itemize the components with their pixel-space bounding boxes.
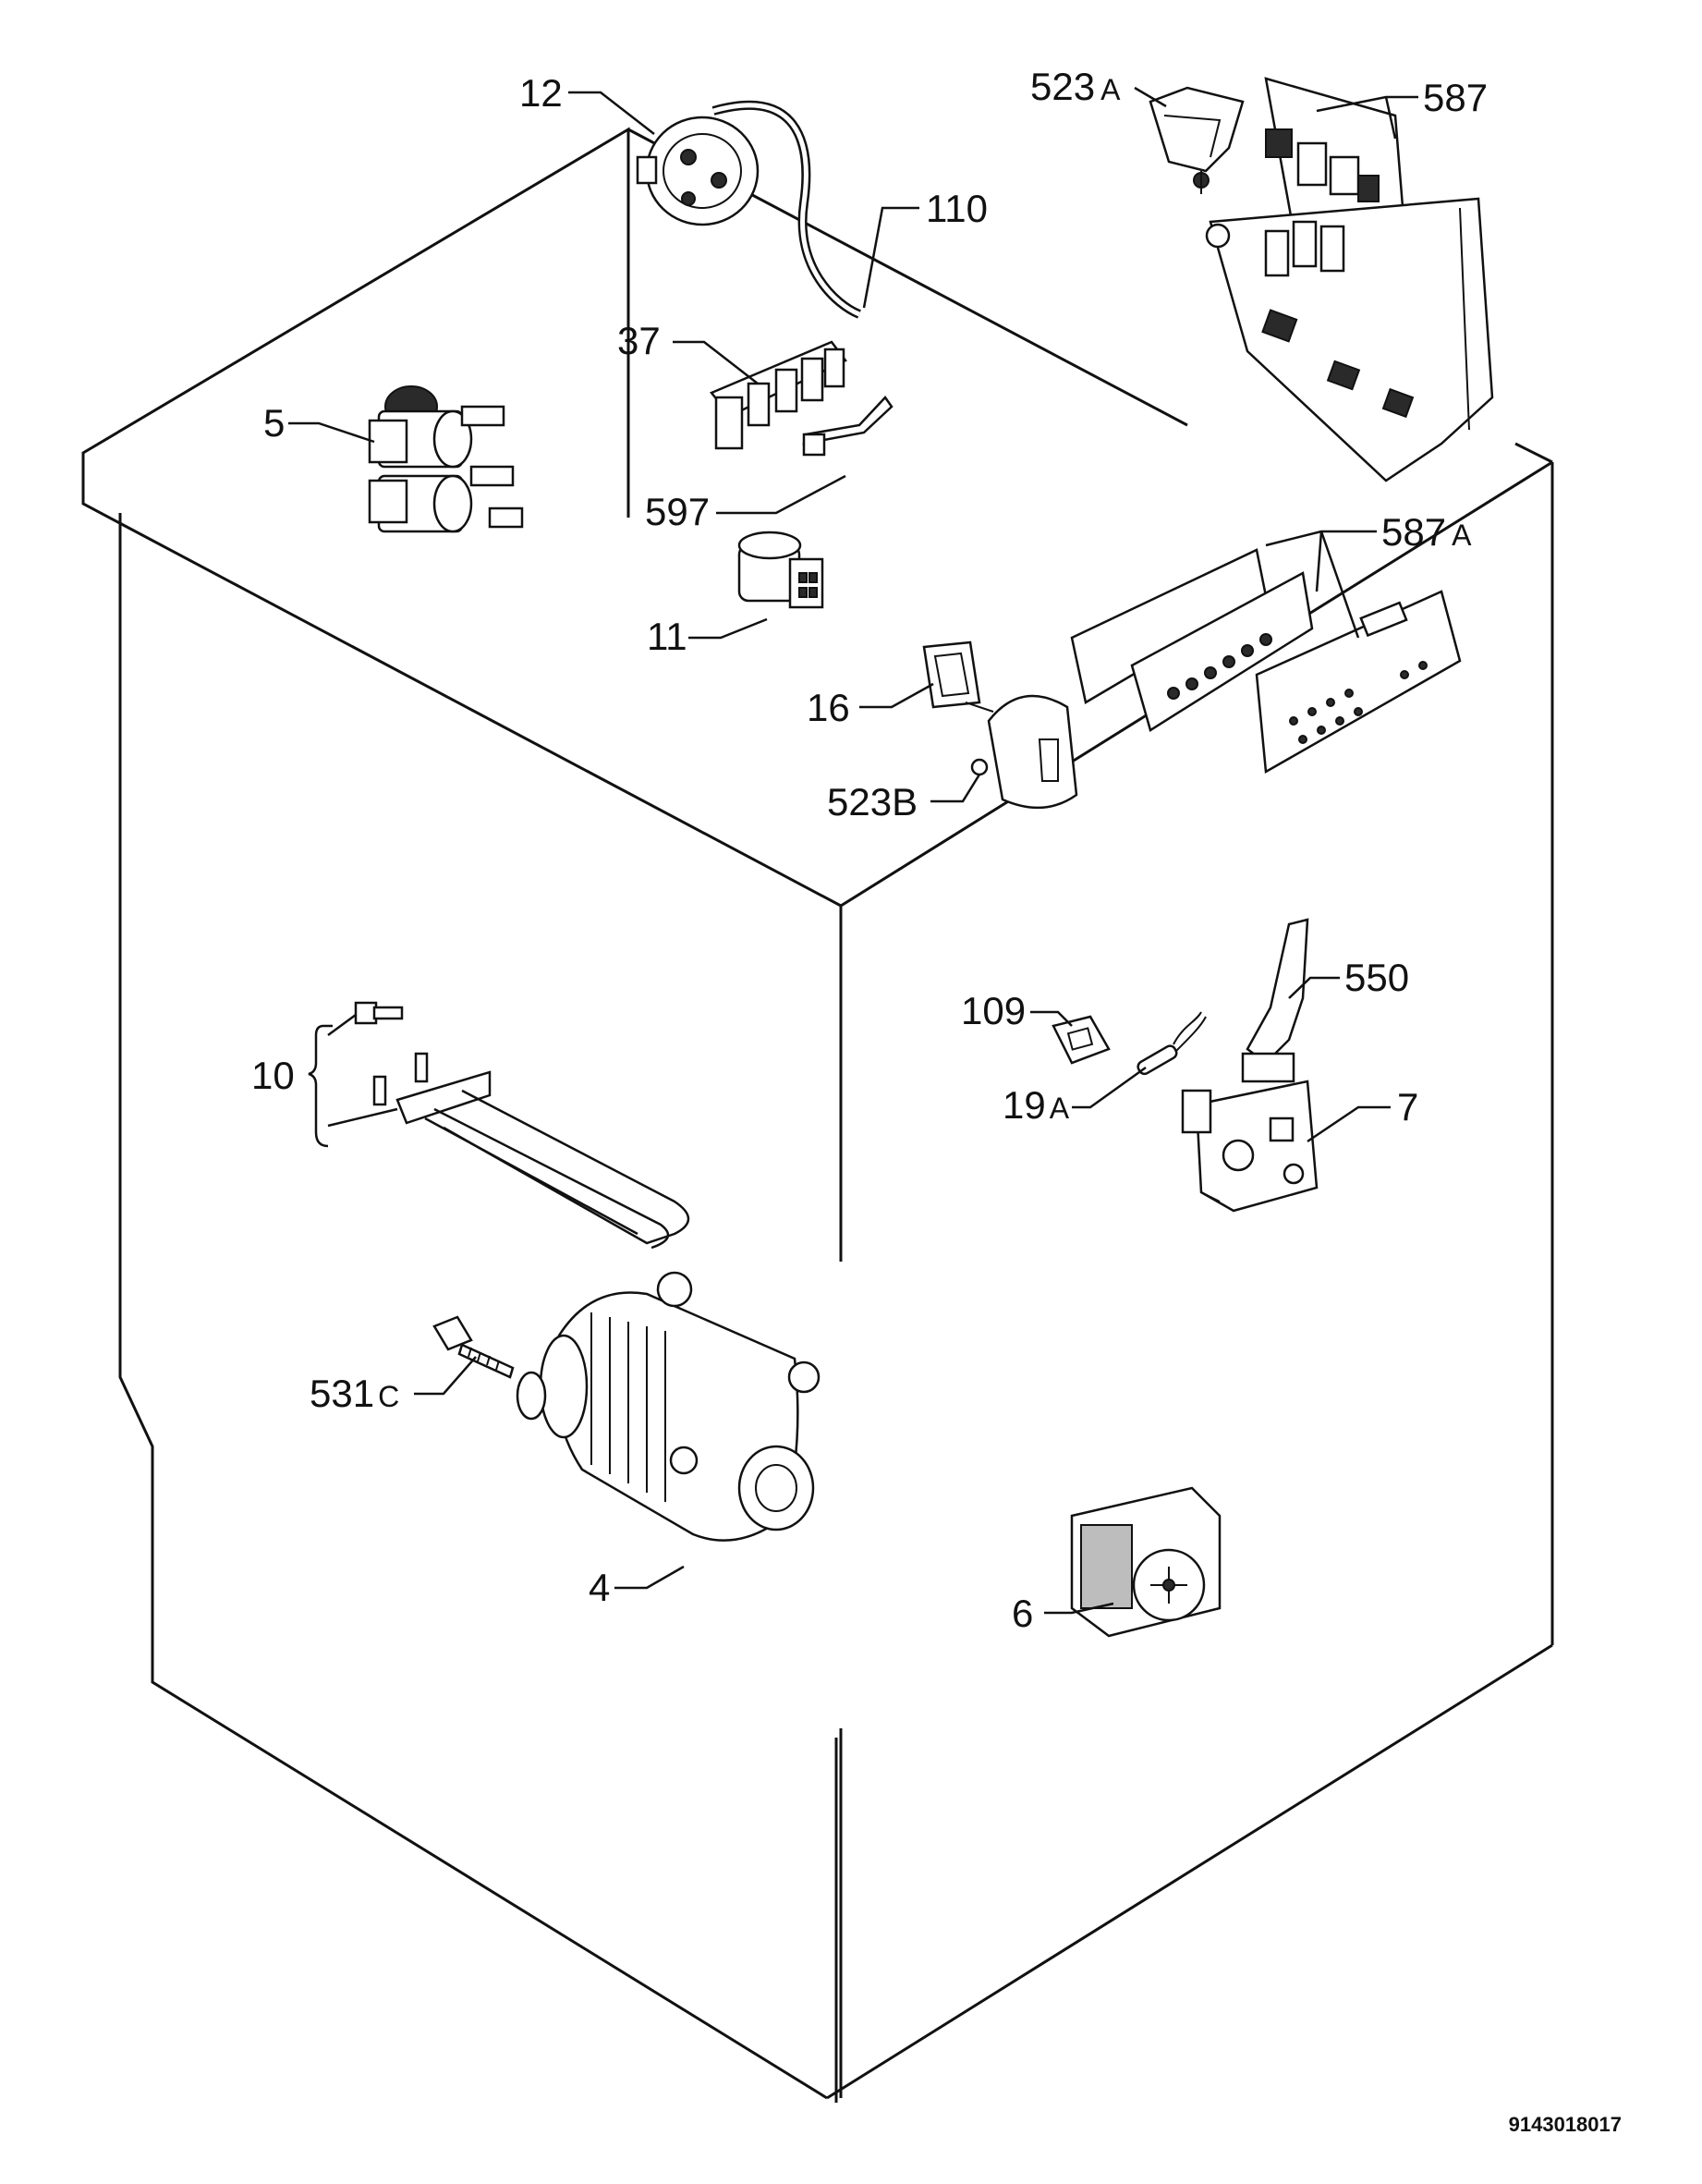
motor-connector-part-6 [1070, 1486, 1222, 1638]
callout-550: 550 [1344, 956, 1409, 999]
document-number: 9143018017 [1509, 2113, 1622, 2136]
callout-587: 587 [1423, 76, 1488, 119]
screw-part-531C [432, 1315, 515, 1379]
pressure-hose-part-110 [711, 101, 862, 319]
drain-pump-part-4 [516, 1271, 821, 1542]
electronic-module-part-587 [1205, 77, 1494, 482]
callout-4: 4 [589, 1566, 610, 1609]
lever-part-550 [1241, 918, 1309, 1083]
selector-knob-part-523B [970, 694, 1078, 810]
callout-6: 6 [1012, 1592, 1033, 1635]
callout-10: 10 [251, 1054, 295, 1097]
knob-part-523A [1149, 86, 1245, 194]
callout-5: 5 [263, 401, 285, 445]
callout-523B: 523B [827, 780, 918, 824]
callout-11: 11 [647, 615, 687, 658]
callout-37: 37 [617, 319, 661, 362]
capacitor-part-11 [737, 531, 824, 609]
callout-597: 597 [645, 490, 710, 533]
callout-12: 12 [519, 71, 563, 115]
callout-16: 16 [807, 686, 850, 729]
callout-110: 110 [926, 187, 988, 230]
terminal-block-part-37 [709, 340, 847, 450]
callout-109: 109 [961, 989, 1026, 1032]
control-boards-part-587A [1070, 548, 1462, 775]
sensor-part-19A [1137, 1011, 1207, 1076]
clip-part-597 [802, 396, 894, 457]
interference-filter-part-16 [922, 641, 994, 713]
door-interlock-part-7 [1181, 1080, 1319, 1213]
callout-7: 7 [1397, 1085, 1418, 1129]
board-dot-grid [1289, 661, 1428, 744]
bracket-part-109 [1052, 1015, 1111, 1065]
leader-lines [288, 86, 1418, 1615]
heating-element-part-10 [354, 1001, 690, 1250]
board-led-row [1167, 633, 1272, 700]
water-inlet-valve-part-5 [368, 385, 524, 533]
pressure-switch-part-12 [636, 116, 760, 226]
